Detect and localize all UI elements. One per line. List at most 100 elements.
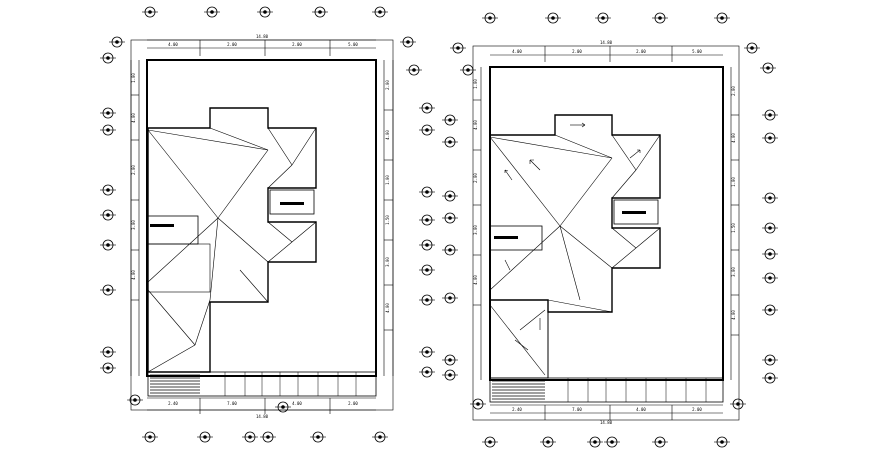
grid-bubble [442,292,458,304]
grid-bubble [100,239,116,251]
dimension-label: 4.00 [473,120,478,130]
dimension-label: 4.00 [131,113,136,123]
grid-bubble [604,436,620,448]
grid-bubble [242,431,258,443]
roof-plan-left [130,39,394,414]
dimension-label: 2.00 [292,42,302,47]
grid-bubble [460,64,476,76]
grid-bubble [762,248,778,260]
grid-bubble [100,184,116,196]
dimension-label: 2.00 [385,80,390,90]
dimension-label: 4.00 [168,42,178,47]
dimension-label: 1.00 [731,177,736,187]
grid-bubble [100,284,116,296]
grid-bubble [419,186,435,198]
dimension-label: 3.00 [131,220,136,230]
overall-dimension-label: 14.80 [256,34,269,39]
dimension-labels: 4.00 2.00 2.00 5.00 14.80 2.00 4.00 1.00 1.50 3.0… [131,34,736,425]
grid-bubble [127,394,143,406]
grid-bubble [400,36,416,48]
dimension-label: 2.40 [168,401,178,406]
grid-bubble [450,42,466,54]
dimension-label: 2.00 [731,86,736,96]
dimension-label: 4.00 [385,130,390,140]
grid-bubble [142,431,158,443]
grid-bubble [419,102,435,114]
grid-bubble [652,12,668,24]
grid-bubble [442,354,458,366]
roof-outline [147,107,317,373]
dimension-label: 2.00 [227,42,237,47]
roof-plan-right [472,45,740,421]
outer-boundary [146,59,377,377]
grid-bubble [419,366,435,378]
grid-bubble [419,214,435,226]
grid-bubble [540,436,556,448]
outer-boundary [489,66,724,381]
grid-bubble [406,64,422,76]
grid-bubble [100,107,116,119]
grid-bubble [442,369,458,381]
dimension-label: 7.00 [572,407,582,412]
grid-bubble [197,431,213,443]
grid-bubble [652,436,668,448]
grid-bubble [100,362,116,374]
dimension-label: 4.00 [731,310,736,320]
dimension-label: 3.00 [731,267,736,277]
grid-bubble [762,132,778,144]
dimension-label: 3.00 [385,257,390,267]
dimension-label: 4.00 [292,401,302,406]
dimension-label: 4.00 [512,49,522,54]
overall-dimension-label: 14.80 [600,420,613,425]
grid-bubble [275,401,291,413]
stair-hatch [492,380,545,400]
grid-bubble [595,12,611,24]
grid-bubble [762,304,778,316]
dimension-label: 2.00 [473,173,478,183]
dimension-label: 7.00 [227,401,237,406]
grid-bubble [419,294,435,306]
dimension-label: 1.50 [385,215,390,225]
dimension-label: 2.00 [572,49,582,54]
grid-bubble [442,114,458,126]
dimension-label: 2.00 [692,407,702,412]
grid-bubble [545,12,561,24]
grid-bubble [762,372,778,384]
dimension-label: 2.00 [636,49,646,54]
grid-bubble [419,124,435,136]
dimension-label: 2.40 [512,407,522,412]
grid-bubbles [100,6,778,448]
grid-bubble [142,6,158,18]
dimension-label: 1.00 [473,79,478,89]
grid-bubble [260,431,276,443]
dimension-label: 5.00 [348,42,358,47]
stair-hatch [150,374,200,394]
grid-bubble [100,209,116,221]
slope-arrows [504,122,641,351]
grid-bubble [372,431,388,443]
overall-dimension-label: 14.80 [256,414,269,419]
grid-bubble [730,398,746,410]
dimension-label: 4.00 [731,133,736,143]
outer-dimension-frame [472,45,740,421]
grid-bubble [372,6,388,18]
grid-bubble [714,12,730,24]
grid-bubble [762,109,778,121]
dimension-label: 4.00 [636,407,646,412]
grid-bubble [442,212,458,224]
grid-bubble [714,436,730,448]
grid-bubble [257,6,273,18]
dimension-label: 4.00 [385,303,390,313]
grid-bubble [482,436,498,448]
grid-bubble [482,12,498,24]
grid-bubble [204,6,220,18]
grid-bubble [470,398,486,410]
grid-bubble [587,436,603,448]
grid-bubble [442,136,458,148]
dimension-label: 4.00 [473,275,478,285]
grid-bubble [762,354,778,366]
grid-bubble [760,62,776,74]
grid-bubble [419,346,435,358]
